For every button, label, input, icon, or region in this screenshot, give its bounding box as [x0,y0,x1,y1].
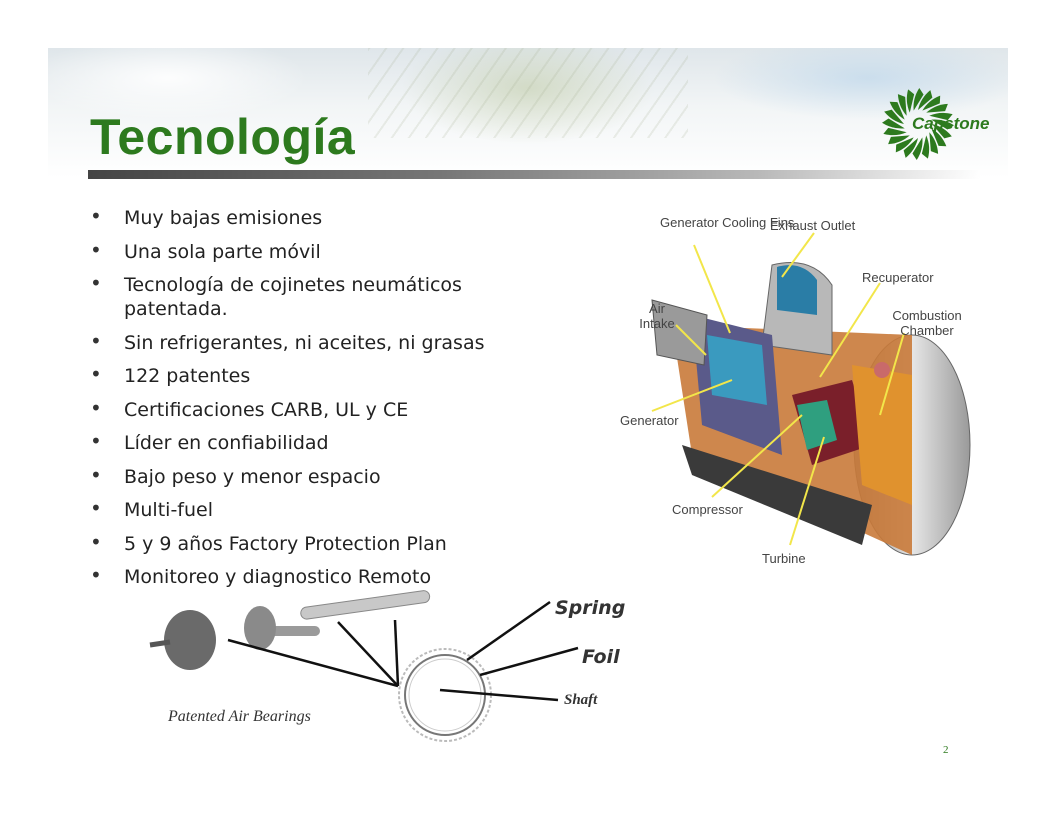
callout-exhaust-outlet: Exhaust Outlet [770,218,856,233]
logo-ray [912,137,923,160]
logo-ray [929,112,953,121]
logo-ray [884,109,904,124]
logo-ray [895,137,914,153]
feature-list: Muy bajas emisiones Una sola parte móvil… [90,204,510,599]
logo-ray [882,118,905,129]
logo-ray [889,101,905,120]
list-item: Certificaciones CARB, UL y CE [90,396,510,422]
logo-ray [931,128,947,147]
logo-ray [903,138,918,158]
list-item: Bajo peso y menor espacio [90,463,510,489]
callout-turbine: Turbine [762,551,806,566]
logo-wordmark: Capstone [912,114,990,133]
logo-ray [929,132,939,154]
callout-compressor: Compressor [672,502,743,517]
page-number: 2 [943,744,949,756]
title-divider [88,170,980,179]
header-banner [48,48,1008,178]
callout-air-intake: Air Intake [639,301,675,331]
list-item: Muy bajas emisiones [90,204,510,230]
callout-generator-cooling-fins: Generator Cooling Fins [660,215,795,230]
list-item: Tecnología de cojinetes neumáticos paten… [90,271,510,321]
spring-label: Spring [555,597,626,619]
capstone-logo-icon [882,88,954,160]
callout-recuperator: Recuperator [862,270,934,285]
logo-ray [918,90,933,110]
logo-ray [926,103,948,113]
list-item: Multi-fuel [90,496,510,522]
foil-label: Foil [582,646,620,668]
logo-ray [888,135,910,145]
microturbine-cutaway-illustration [651,232,971,556]
callout-generator: Generator [620,413,679,428]
list-item: Monitoreo y diagnostico Remoto [90,563,510,589]
air-bearing-illustration [149,590,579,742]
logo-ray [932,124,952,139]
shaft-label: Shaft [564,692,598,708]
air-bearings-caption: Patented Air Bearings [168,708,311,725]
banner-leaf-texture [368,48,688,138]
callout-combustion-chamber: Combustion Chamber [892,308,962,338]
list-item: Líder en confiabilidad [90,429,510,455]
logo-ray [906,89,915,113]
list-item: Sin refrigerantes, ni aceites, ni grasas [90,329,510,355]
slide-title: Tecnología [90,109,356,165]
logo-ray [897,94,907,116]
logo-ray [883,127,907,136]
list-item: Una sola parte móvil [90,238,510,264]
list-item: 122 patentes [90,362,510,388]
logo-ray [921,135,930,159]
logo-ray [913,88,924,111]
logo-ray [922,95,941,111]
logo-ray [931,119,954,130]
list-item: 5 y 9 años Factory Protection Plan [90,530,510,556]
